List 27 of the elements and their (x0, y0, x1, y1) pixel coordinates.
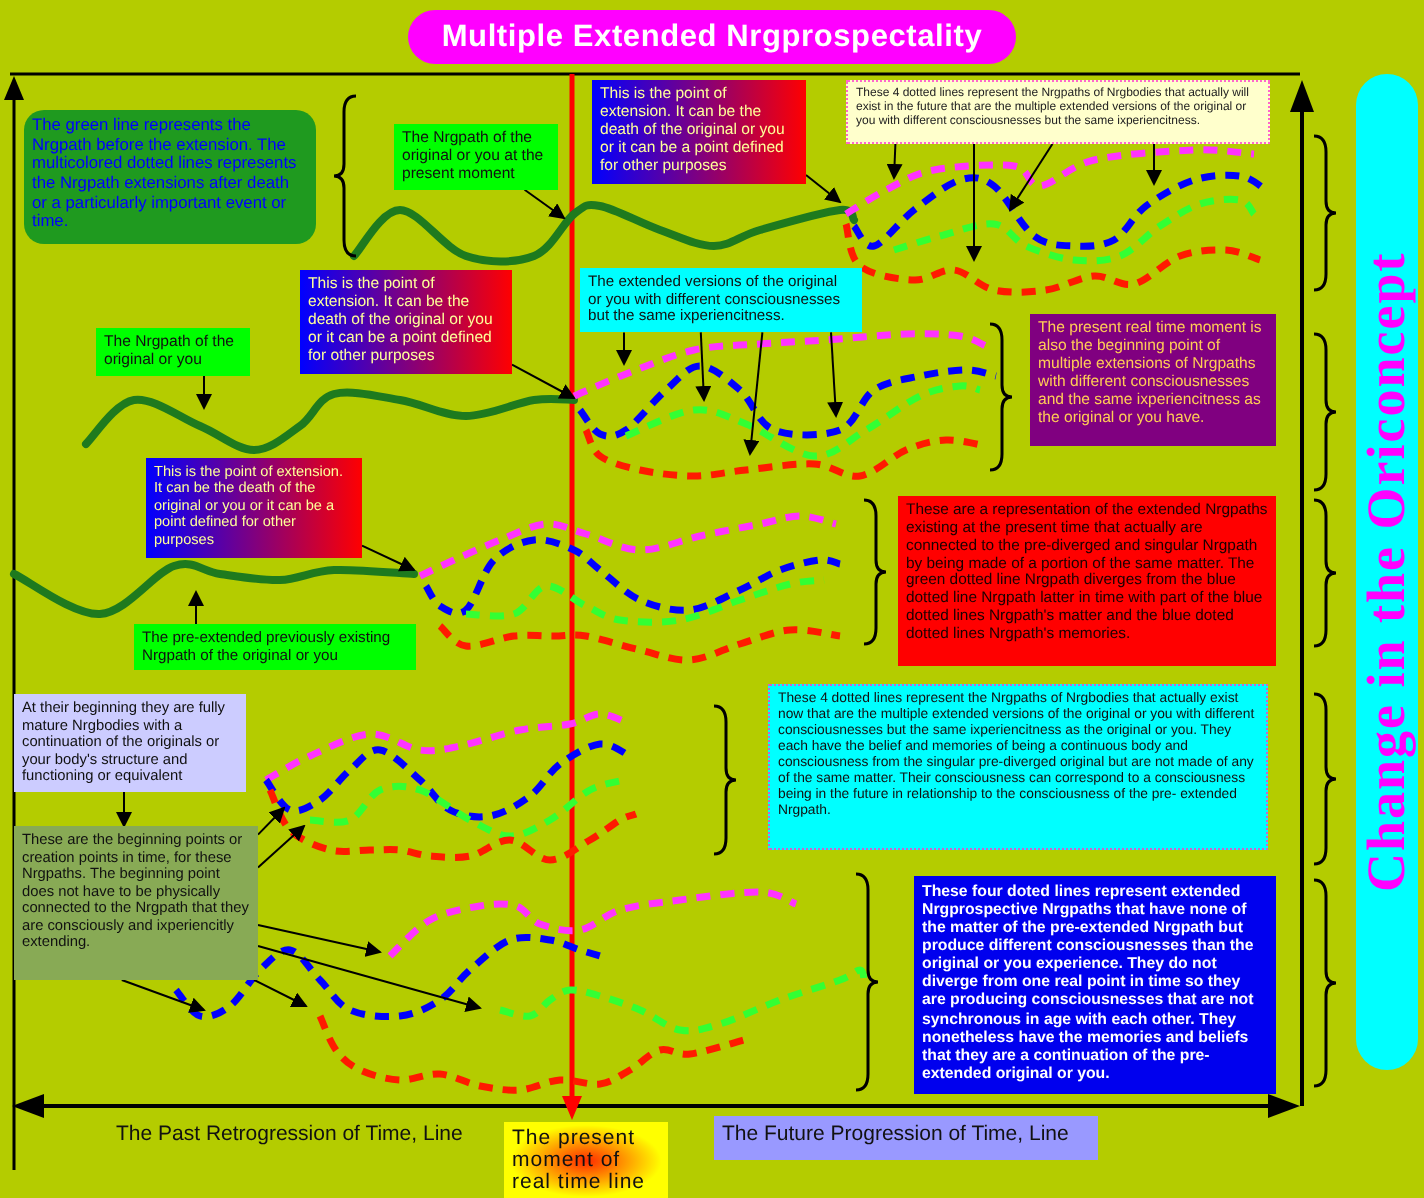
leader-arrow (196, 374, 212, 410)
leader-arrow (743, 331, 764, 456)
note-box: The green line represents the Nrgpath before the extension. The multicolored dotted lines represents the Nrgpath extensions after death or a particularly important event or time. (24, 110, 316, 244)
leader-arrow (966, 143, 982, 262)
leader-arrow (257, 924, 382, 957)
leader-arrow (116, 790, 132, 828)
leader-arrow (805, 174, 842, 204)
leader-arrow (253, 979, 308, 1007)
leader-arrow (120, 979, 206, 1013)
leader-arrow (511, 363, 576, 399)
leader-arrow (1146, 143, 1162, 186)
time-marker-label: The present moment of real time line (504, 1122, 668, 1198)
axis-label: The Future Progression of Time, Line (714, 1116, 1098, 1160)
leader-arrow (257, 806, 286, 836)
leader-arrow (188, 590, 204, 625)
leader-arrow (1008, 143, 1054, 212)
leader-arrow (523, 188, 566, 220)
leader-arrow (257, 824, 306, 869)
leader-arrow (361, 544, 416, 572)
leader-arrow (695, 331, 712, 402)
leader-arrow (886, 143, 903, 180)
leader-arrow (616, 331, 632, 366)
title: Multiple Extended Nrgprospectality (408, 10, 1016, 64)
leader-arrow (257, 945, 482, 1012)
leader-arrow (827, 331, 844, 418)
axis-label: The Past Retrogression of Time, Line (116, 1122, 463, 1147)
concept-banner: Change in the Oriconcept (1356, 74, 1418, 1070)
